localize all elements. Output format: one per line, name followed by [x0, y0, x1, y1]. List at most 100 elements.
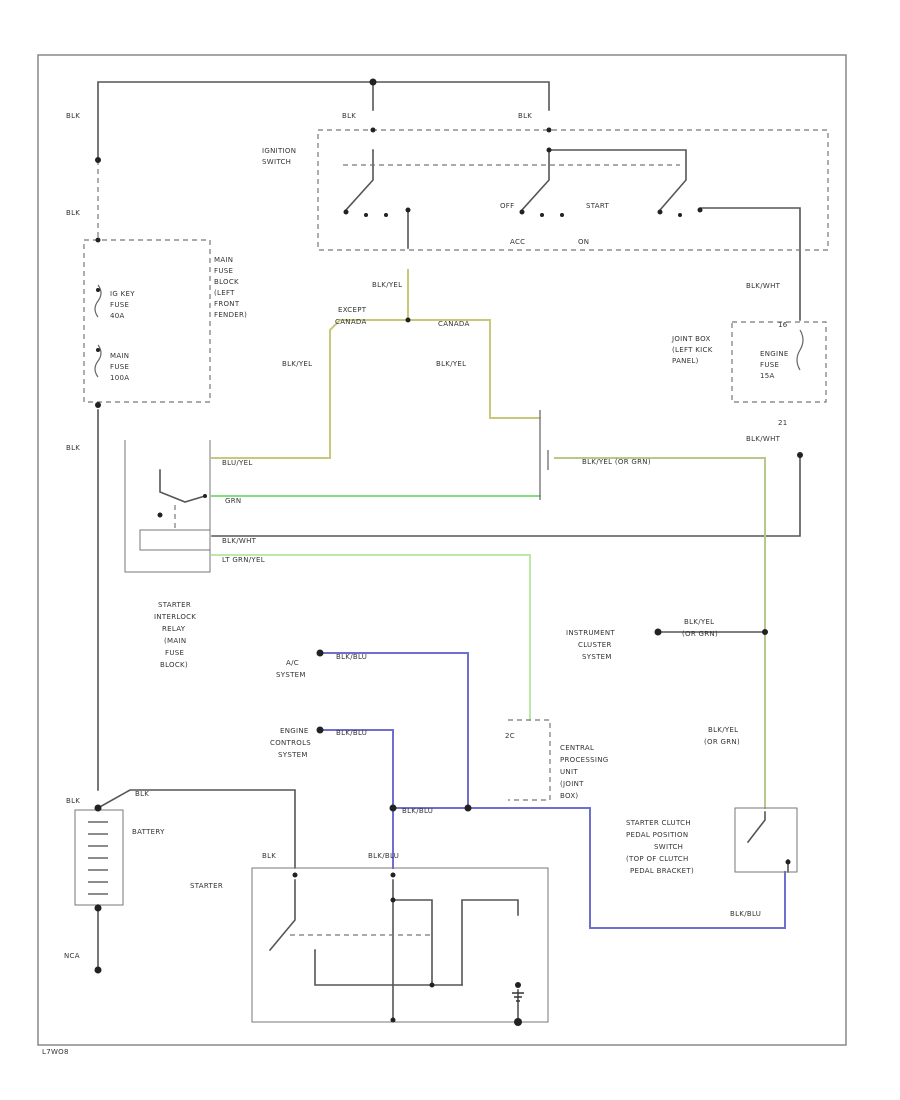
main-fuse-icon — [94, 344, 102, 378]
label-relay-4: (MAIN — [164, 637, 186, 645]
label-blk-top-left: BLK — [66, 112, 80, 120]
label-start: START — [586, 202, 610, 210]
label-blk-blu-starter: BLK/BLU — [368, 852, 399, 860]
label-relay-6: BLOCK) — [160, 661, 188, 669]
wire-joint-box-feed — [699, 207, 801, 321]
label-blk-yel-mid: BLK/YEL — [436, 360, 466, 368]
relay-box — [124, 440, 211, 573]
wire-starter-5 — [314, 949, 463, 986]
label-blk-blu-ac: BLK/BLU — [336, 653, 367, 661]
label-starter: STARTER — [190, 882, 223, 890]
label-diagram-id: L7WO8 — [42, 1048, 69, 1056]
label-main-fuse-block-4: (LEFT — [214, 289, 235, 297]
labels: BLK BLK BLK BLK BLK BLK BLK BLK NCA IGNI… — [42, 112, 788, 1056]
fuse-symbols — [94, 284, 804, 378]
label-engine-controls-3: SYSTEM — [278, 751, 308, 759]
starter-box — [251, 867, 549, 1023]
label-main-fuse-2: FUSE — [110, 363, 129, 371]
wire-blu-yel-canada — [407, 319, 541, 419]
label-clutch-1: STARTER CLUTCH — [626, 819, 691, 827]
label-relay-2: INTERLOCK — [154, 613, 196, 621]
label-engine-fuse-3: 15A — [760, 372, 775, 380]
label-blk-starter: BLK — [262, 852, 276, 860]
label-blk-yel-right-1: BLK/YEL — [684, 618, 714, 626]
label-connector-21: 21 — [778, 419, 788, 427]
label-blk-blu-engine: BLK/BLU — [336, 729, 367, 737]
label-main-fuse-1: MAIN — [110, 352, 129, 360]
label-lt-grn-yel: LT GRN/YEL — [222, 556, 265, 564]
label-blk-yel-lower-2: (OR GRN) — [704, 738, 740, 746]
wire-blk-blu-engine — [319, 729, 394, 869]
label-ac-1: A/C — [286, 659, 299, 667]
wire-blk-blu-bus — [392, 807, 786, 929]
label-cpu-4: (JOINT — [560, 780, 584, 788]
label-relay-1: STARTER — [158, 601, 191, 609]
joint-box-box — [731, 321, 827, 403]
label-blk-wht-top: BLK/WHT — [746, 282, 781, 290]
label-clutch-2: PEDAL POSITION — [626, 831, 688, 839]
wire-battery-starter — [96, 789, 296, 869]
wire-clutch-int — [746, 811, 766, 844]
label-cpu-1: CENTRAL — [560, 744, 594, 752]
ground-symbol — [512, 992, 524, 1002]
label-joint-box-1: JOINT BOX — [671, 335, 711, 343]
label-main-fuse-3: 100A — [110, 374, 129, 382]
ignition-switch-box — [317, 129, 829, 251]
label-blk-yel-right-2: (OR GRN) — [682, 630, 718, 638]
label-grn: GRN — [225, 497, 241, 505]
label-nca: NCA — [64, 952, 80, 960]
wire-starter-1 — [268, 879, 296, 952]
label-except-canada-2: CANADA — [335, 318, 367, 326]
label-cpu-3: UNIT — [560, 768, 578, 776]
battery-cells — [88, 821, 108, 895]
wire-lt-grn-yel — [211, 554, 531, 721]
wire-starter-4 — [461, 899, 519, 986]
label-on: ON — [578, 238, 589, 246]
label-relay-3: RELAY — [162, 625, 186, 633]
wire-blu-yel-except-canada — [211, 319, 409, 459]
label-blk-yel-left: BLK/YEL — [282, 360, 312, 368]
label-canada: CANADA — [438, 320, 470, 328]
label-blk-blu-mid: BLK/BLU — [402, 807, 433, 815]
wire-ign-2 — [520, 149, 550, 212]
label-engine-controls-2: CONTROLS — [270, 739, 311, 747]
label-connector-2c: 2C — [505, 732, 515, 740]
label-blk-left-2: BLK — [66, 209, 80, 217]
label-off: OFF — [500, 202, 514, 210]
label-ig-key-fuse-1: IG KEY — [110, 290, 135, 298]
label-ignition-switch-1: IGNITION — [262, 147, 296, 155]
label-main-fuse-block-2: FUSE — [214, 267, 233, 275]
wire-starter-3 — [392, 899, 433, 986]
label-ac-2: SYSTEM — [276, 671, 306, 679]
label-clutch-5: PEDAL BRACKET) — [630, 867, 694, 875]
label-cpu-2: PROCESSING — [560, 756, 609, 764]
label-ig-key-fuse-3: 40A — [110, 312, 125, 320]
junction-nodes — [94, 78, 803, 1026]
label-blk-top-mid: BLK — [342, 112, 356, 120]
label-instrument-2: CLUSTER — [578, 641, 612, 649]
clutch-switch-box — [734, 807, 798, 873]
wire-blk-blu-ac — [319, 652, 469, 809]
label-instrument-1: INSTRUMENT — [566, 629, 615, 637]
label-engine-controls-1: ENGINE — [280, 727, 309, 735]
label-blk-yel-or-grn: BLK/YEL (OR GRN) — [582, 458, 651, 466]
engine-fuse-icon — [796, 329, 804, 371]
label-blk-top-right: BLK — [518, 112, 532, 120]
label-except-canada-1: EXCEPT — [338, 306, 367, 314]
label-blk-left-3: BLK — [66, 444, 80, 452]
label-main-fuse-block-3: BLOCK — [214, 278, 239, 286]
label-blk-wht-2: BLK/WHT — [746, 435, 781, 443]
label-acc: ACC — [510, 238, 525, 246]
label-blk-wht-relay: BLK/WHT — [222, 537, 257, 545]
label-battery: BATTERY — [132, 828, 165, 836]
diagram-border — [37, 54, 847, 1046]
label-fuse-no: 16 — [778, 321, 788, 329]
label-joint-box-2: (LEFT KICK — [672, 346, 713, 354]
label-blk-battery: BLK — [66, 797, 80, 805]
ig-key-fuse-icon — [94, 284, 102, 318]
label-blk-blu-clutch: BLK/BLU — [730, 910, 761, 918]
label-engine-fuse-2: FUSE — [760, 361, 779, 369]
label-blu-yel-relay: BLU/YEL — [222, 459, 253, 467]
label-instrument-3: SYSTEM — [582, 653, 612, 661]
